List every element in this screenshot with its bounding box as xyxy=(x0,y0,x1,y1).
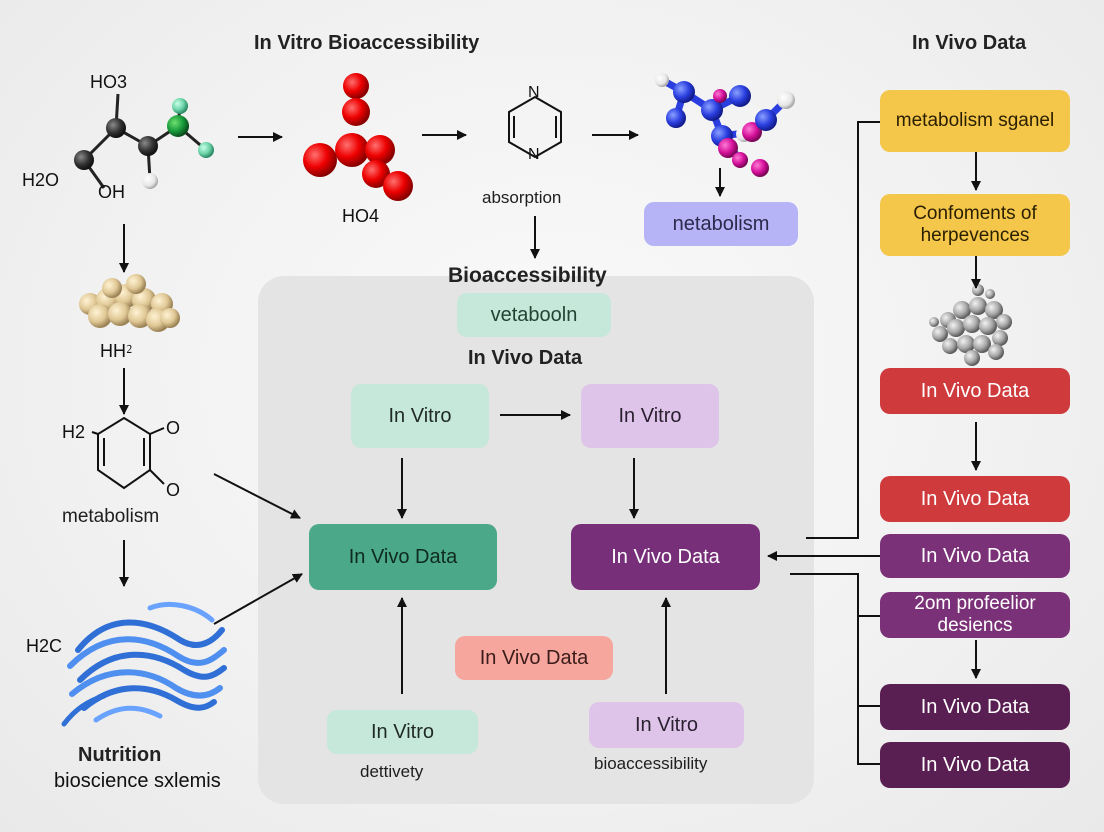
box-in-vivo-green: In Vivo Data xyxy=(309,524,497,590)
molecule-blue-icon xyxy=(655,73,795,177)
label-bioaccessibility-small: bioaccessibility xyxy=(594,754,708,773)
title-bioaccessibility: Bioaccessibility xyxy=(448,264,607,287)
label-dettivety: dettivety xyxy=(360,762,424,781)
box-right-confoments: Confoments of herpevences xyxy=(880,194,1070,256)
label-hh: HH⁲ xyxy=(100,341,133,361)
bracket-bottom xyxy=(790,573,880,765)
box-in-vitro-bottom-left: In Vitro xyxy=(327,710,478,754)
arrow-ring-to-green xyxy=(213,473,301,519)
box-in-vivo-purple: In Vivo Data xyxy=(571,524,760,590)
box-right-in-vivo-dark-1: In Vivo Data xyxy=(880,684,1070,730)
label-ho3: HO3 xyxy=(90,72,128,92)
label-o-top: O xyxy=(166,418,181,438)
title-in-vivo-data: In Vivo Data xyxy=(912,32,1027,54)
quinone-ring-icon xyxy=(91,416,165,490)
title-nutrition: Nutrition xyxy=(78,744,162,766)
arrow-ribbon-to-green xyxy=(213,573,303,625)
box-right-in-vivo-dark-2: In Vivo Data xyxy=(880,742,1070,788)
title-nutrition-sub: bioscience sxlemis xyxy=(54,770,221,792)
box-in-vitro-2: In Vitro xyxy=(581,384,719,448)
box-in-vitro-1: In Vitro xyxy=(351,384,489,448)
box-netabolism: netabolism xyxy=(644,202,798,246)
molecule-small-icon xyxy=(74,93,214,189)
label-h2o: H2O xyxy=(22,170,60,190)
label-h2-ring: H2 xyxy=(62,422,86,442)
label-metabolism: metabolism xyxy=(62,506,160,527)
molecule-gray-icon xyxy=(929,284,1012,366)
box-right-in-vivo-plum-1: In Vivo Data xyxy=(880,534,1070,578)
label-o-bottom: O xyxy=(166,480,181,500)
pyrazine-ring-icon xyxy=(508,95,562,159)
box-right-profeelior: 2om profeelior desiencs xyxy=(880,592,1070,638)
title-in-vitro-bioaccessibility: In Vitro Bioaccessibility xyxy=(254,32,480,54)
box-vetaboln: vetabooln xyxy=(457,293,611,337)
label-ho4: HO4 xyxy=(342,206,380,226)
label-oh: OH xyxy=(98,182,125,202)
box-right-in-vivo-red-2: In Vivo Data xyxy=(880,476,1070,522)
protein-ribbon-icon xyxy=(61,601,227,727)
label-n-top: N xyxy=(528,84,540,101)
title-center-in-vivo-data: In Vivo Data xyxy=(468,347,583,369)
label-n-bottom: N xyxy=(528,146,540,163)
molecule-tan-icon xyxy=(79,274,180,332)
box-right-in-vivo-red-1: In Vivo Data xyxy=(880,368,1070,414)
molecule-red-icon xyxy=(303,73,413,201)
box-right-metabolism-sganel: metabolism sganel xyxy=(880,90,1070,152)
label-absorption: absorption xyxy=(482,188,562,207)
label-h2c: H2C xyxy=(26,636,63,656)
box-in-vitro-bottom-right: In Vitro xyxy=(589,702,744,748)
box-in-vivo-salmon: In Vivo Data xyxy=(455,636,613,680)
bracket-top xyxy=(806,121,880,539)
